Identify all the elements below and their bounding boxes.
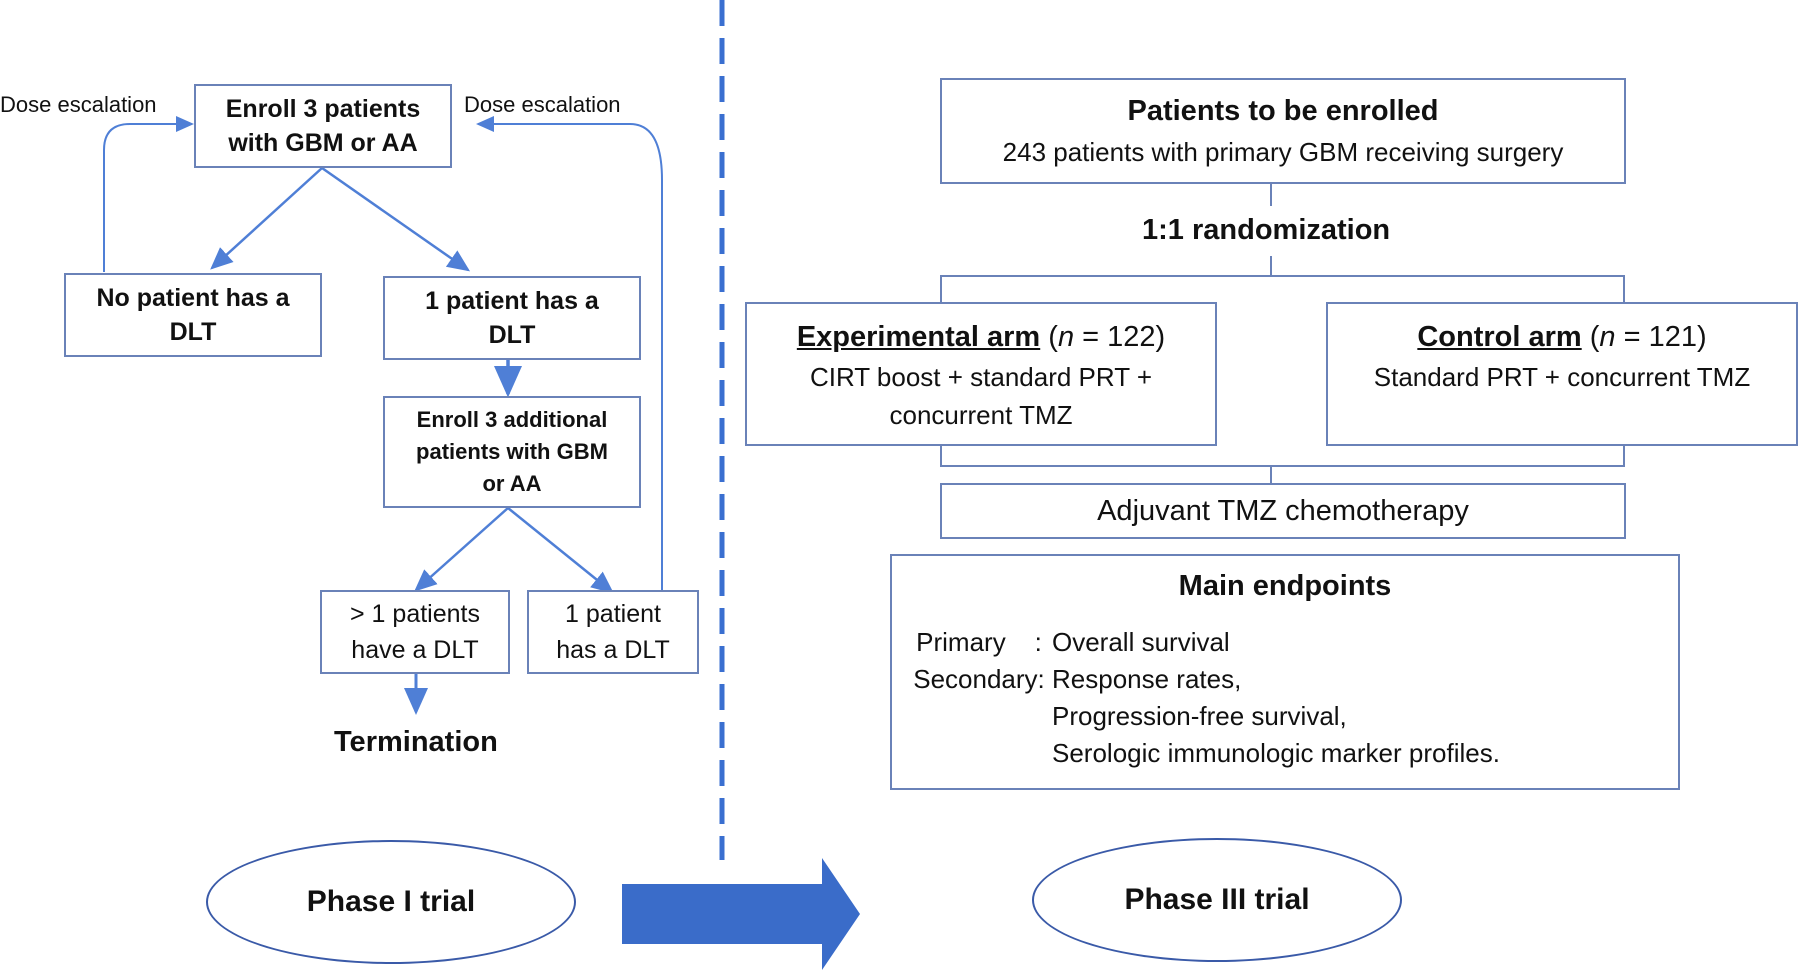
dose-escalation-left-path <box>103 116 194 272</box>
primary-value: Overall survival <box>1052 627 1230 657</box>
one-dlt-line-2: DLT <box>488 321 536 349</box>
control-arm-box: Control arm (n = 121) Standard PRT + con… <box>1326 302 1798 446</box>
control-arm-n: n <box>1599 321 1616 353</box>
adjuvant-label: Adjuvant TMZ chemotherapy <box>1097 494 1469 527</box>
no-dlt-line-2: DLT <box>169 318 217 346</box>
secondary-endpoint-row: Secondary: Response rates, <box>906 661 1500 698</box>
enroll-additional-line-1: Enroll 3 additional <box>416 407 608 432</box>
experimental-arm-count: = 122) <box>1074 321 1166 353</box>
gt1-line-1: > 1 patients <box>350 600 480 628</box>
endpoints-list: Primary : Overall survival Secondary: Re… <box>906 624 1500 772</box>
enroll-3-additional-box: Enroll 3 additional patients with GBM or… <box>383 396 641 508</box>
experimental-arm-desc-1: CIRT boost + standard PRT + <box>809 362 1153 392</box>
arrow-enroll-to-no-dlt <box>210 167 323 270</box>
adjuvant-box: Adjuvant TMZ chemotherapy <box>940 483 1626 539</box>
primary-key: Primary : <box>916 627 1042 657</box>
phase-3-label: Phase III trial <box>1124 883 1310 916</box>
experimental-arm-name: Experimental arm <box>796 321 1041 353</box>
patients-enrolled-title: Patients to be enrolled <box>1127 95 1439 127</box>
termination-label: Termination <box>334 726 498 758</box>
experimental-arm-open: ( <box>1040 321 1058 353</box>
gt1-line-2: have a DLT <box>351 636 479 664</box>
arrow-additional-to-gt1 <box>414 507 509 592</box>
secondary-spacer <box>906 698 1052 735</box>
phase-1-label: Phase I trial <box>306 885 476 918</box>
enroll-additional-line-3: or AA <box>482 471 542 496</box>
control-arm-open: ( <box>1581 321 1600 353</box>
secondary-endpoint-row: Serologic immunologic marker profiles. <box>906 735 1500 772</box>
enroll-3-patients-box: Enroll 3 patients with GBM or AA <box>194 84 452 168</box>
arrow-enroll-to-one-dlt <box>321 166 471 272</box>
dose-escalation-right-label: Dose escalation <box>464 92 621 117</box>
secondary-value-2: Progression-free survival, <box>1052 701 1347 731</box>
experimental-arm-box: Experimental arm (n = 122) CIRT boost + … <box>745 302 1217 446</box>
experimental-arm-desc-2: concurrent TMZ <box>889 400 1073 430</box>
randomization-label: 1:1 randomization <box>1142 214 1391 247</box>
connector-arms-top <box>940 275 1625 302</box>
phase-3-ellipse: Phase III trial <box>1032 838 1402 962</box>
control-arm-desc: Standard PRT + concurrent TMZ <box>1373 362 1751 392</box>
connector-arms-bottom <box>940 446 1625 467</box>
primary-endpoint-row: Primary : Overall survival <box>906 624 1500 661</box>
one-dlt-box: 1 patient has a DLT <box>383 276 641 360</box>
one-patient-line-2: has a DLT <box>556 636 670 664</box>
phase-transition-arrow <box>622 858 860 970</box>
one-patient-dlt-box: 1 patient has a DLT <box>527 590 699 674</box>
dose-escalation-right-path <box>476 116 663 592</box>
one-patient-line-1: 1 patient <box>565 600 661 628</box>
no-dlt-box: No patient has a DLT <box>64 273 322 357</box>
patients-enrolled-box: Patients to be enrolled 243 patients wit… <box>940 78 1626 184</box>
secondary-key: Secondary: <box>913 664 1045 694</box>
arrow-additional-to-one <box>507 507 614 594</box>
main-endpoints-box: Main endpoints Primary : Overall surviva… <box>890 554 1680 790</box>
enroll-3-line-1: Enroll 3 patients <box>225 95 421 123</box>
secondary-value-3: Serologic immunologic marker profiles. <box>1052 738 1500 768</box>
control-arm-heading: Control arm (n = 121) <box>1417 316 1706 358</box>
secondary-spacer <box>906 735 1052 772</box>
no-dlt-line-1: No patient has a <box>96 284 290 312</box>
control-arm-count: = 121) <box>1615 321 1707 353</box>
enroll-additional-line-2: patients with GBM <box>416 439 608 464</box>
control-arm-name: Control arm <box>1417 321 1582 353</box>
main-endpoints-title: Main endpoints <box>1178 570 1392 602</box>
enroll-3-line-2: with GBM or AA <box>228 129 418 157</box>
experimental-arm-n: n <box>1057 321 1075 353</box>
gt1-dlt-box: > 1 patients have a DLT <box>320 590 510 674</box>
secondary-endpoint-row: Progression-free survival, <box>906 698 1500 735</box>
patients-enrolled-desc: 243 patients with primary GBM receiving … <box>1002 137 1564 167</box>
phase-1-ellipse: Phase I trial <box>206 840 576 964</box>
one-dlt-line-1: 1 patient has a <box>425 287 599 315</box>
dose-escalation-left-label: Dose escalation <box>0 92 157 117</box>
secondary-value-1: Response rates, <box>1052 664 1242 694</box>
experimental-arm-heading: Experimental arm (n = 122) <box>797 316 1165 358</box>
